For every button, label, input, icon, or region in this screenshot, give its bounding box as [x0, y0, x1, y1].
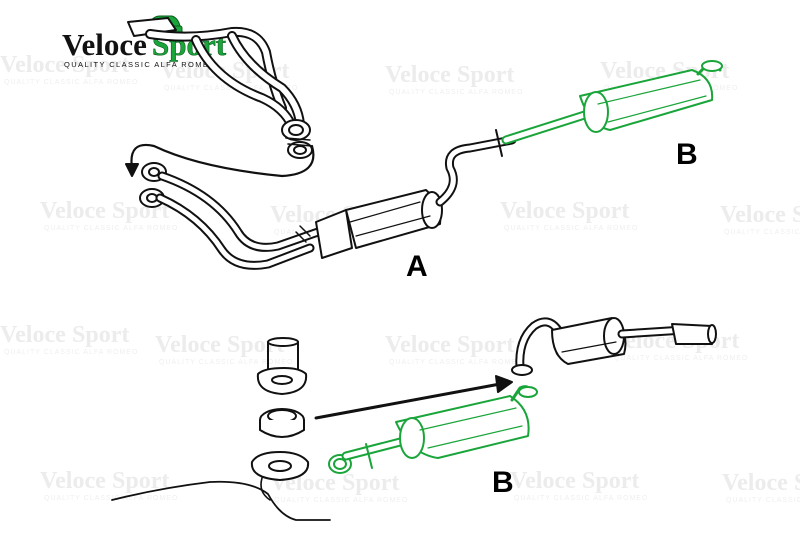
- watermark: Veloce Sport QUALITY CLASSIC ALFA ROMEO: [500, 198, 638, 232]
- svg-text:Sport: Sport: [792, 202, 800, 228]
- svg-text:Veloce: Veloce: [722, 470, 788, 496]
- arrowhead-icon: [125, 163, 139, 177]
- rear-silencer-highlighted: [501, 60, 723, 145]
- svg-text:Veloce: Veloce: [510, 468, 576, 494]
- center-silencer: [315, 189, 443, 259]
- hanger-pipe-flange: [256, 337, 308, 395]
- watermark: Veloce Sport QUALITY CLASSIC ALFA ROMEO: [722, 470, 800, 504]
- svg-text:Sport: Sport: [582, 468, 639, 494]
- svg-text:Veloce: Veloce: [155, 332, 221, 358]
- svg-text:Sport: Sport: [457, 62, 514, 88]
- watermark: Veloce Sport QUALITY CLASSIC ALFA ROMEO: [270, 470, 408, 504]
- watermark: Veloce Sport QUALITY CLASSIC ALFA ROMEO: [0, 52, 138, 86]
- svg-text:QUALITY CLASSIC ALFA ROMEO: QUALITY CLASSIC ALFA ROMEO: [514, 495, 648, 502]
- watermark: Veloce Sport QUALITY CLASSIC ALFA ROMEO: [40, 468, 178, 502]
- svg-text:Sport: Sport: [572, 198, 629, 224]
- svg-text:QUALITY CLASSIC ALFA ROMEO: QUALITY CLASSIC ALFA ROMEO: [389, 89, 523, 96]
- rear-section-highlighted: [328, 385, 538, 474]
- svg-text:QUALITY CLASSIC ALFA ROMEO: QUALITY CLASSIC ALFA ROMEO: [274, 497, 408, 504]
- svg-text:Veloce: Veloce: [385, 332, 451, 358]
- front-pipe-flanges: [139, 162, 167, 208]
- intermediate-pipe: [435, 129, 517, 207]
- watermark: Veloce Sport QUALITY CLASSIC ALFA ROMEO: [385, 332, 523, 366]
- top-exhaust-assembly: [125, 17, 723, 270]
- callout-label-rear-section-lower: B: [492, 466, 514, 499]
- svg-text:QUALITY CLASSIC ALFA ROMEO: QUALITY CLASSIC ALFA ROMEO: [44, 225, 178, 232]
- svg-text:Sport: Sport: [794, 470, 800, 496]
- bottom-exhaust-assembly: [111, 317, 717, 521]
- svg-text:Veloce: Veloce: [0, 52, 66, 78]
- svg-text:Sport: Sport: [72, 322, 129, 348]
- svg-text:QUALITY CLASSIC ALFA ROMEO: QUALITY CLASSIC ALFA ROMEO: [159, 359, 293, 366]
- svg-text:QUALITY CLASSIC ALFA ROMEO: QUALITY CLASSIC ALFA ROMEO: [164, 85, 298, 92]
- svg-text:QUALITY CLASSIC ALFA ROMEO: QUALITY CLASSIC ALFA ROMEO: [724, 229, 800, 236]
- car-body-outline: [111, 480, 331, 521]
- svg-text:Sport: Sport: [342, 470, 399, 496]
- exhaust-manifold: [127, 17, 313, 159]
- front-pipes: [155, 171, 323, 270]
- body-flange: [250, 451, 310, 501]
- svg-text:Veloce: Veloce: [40, 468, 106, 494]
- svg-text:QUALITY CLASSIC ALFA ROMEO: QUALITY CLASSIC ALFA ROMEO: [389, 359, 523, 366]
- arrowhead-icon: [495, 375, 513, 393]
- svg-text:QUALITY CLASSIC ALFA ROMEO: QUALITY CLASSIC ALFA ROMEO: [4, 79, 138, 86]
- assembly-arrow: [314, 382, 502, 420]
- svg-text:QUALITY CLASSIC ALFA ROMEO: QUALITY CLASSIC ALFA ROMEO: [4, 349, 138, 356]
- svg-text:QUALITY CLASSIC ALFA ROMEO: QUALITY CLASSIC ALFA ROMEO: [504, 225, 638, 232]
- watermark: Veloce Sport QUALITY CLASSIC ALFA ROMEO: [0, 322, 138, 356]
- svg-text:Sport: Sport: [72, 52, 129, 78]
- sealing-ring: [259, 408, 305, 438]
- logo-tagline: QUALITY CLASSIC ALFA ROMEO: [64, 60, 217, 69]
- watermark: Veloce Sport QUALITY CLASSIC ALFA ROMEO: [720, 202, 800, 236]
- callout-label-front-section: A: [406, 250, 428, 283]
- watermark: Veloce Sport QUALITY CLASSIC ALFA ROMEO: [510, 468, 648, 502]
- connection-arrow: [130, 143, 315, 178]
- svg-text:Sport: Sport: [457, 332, 514, 358]
- svg-text:Veloce: Veloce: [500, 198, 566, 224]
- rear-tailpipe-silencer: [511, 317, 717, 376]
- watermark: Veloce Sport QUALITY CLASSIC ALFA ROMEO: [155, 332, 293, 366]
- callout-label-rear-section: B: [676, 138, 698, 171]
- svg-text:QUALITY CLASSIC ALFA ROMEO: QUALITY CLASSIC ALFA ROMEO: [44, 495, 178, 502]
- svg-text:QUALITY CLASSIC ALFA ROMEO: QUALITY CLASSIC ALFA ROMEO: [614, 355, 748, 362]
- svg-text:Veloce: Veloce: [0, 322, 66, 348]
- svg-text:Veloce: Veloce: [40, 198, 106, 224]
- svg-text:Veloce: Veloce: [385, 62, 451, 88]
- svg-text:Veloce: Veloce: [720, 202, 786, 228]
- watermark: Veloce Sport QUALITY CLASSIC ALFA ROMEO: [385, 62, 523, 96]
- svg-text:QUALITY CLASSIC ALFA ROMEO: QUALITY CLASSIC ALFA ROMEO: [726, 497, 800, 504]
